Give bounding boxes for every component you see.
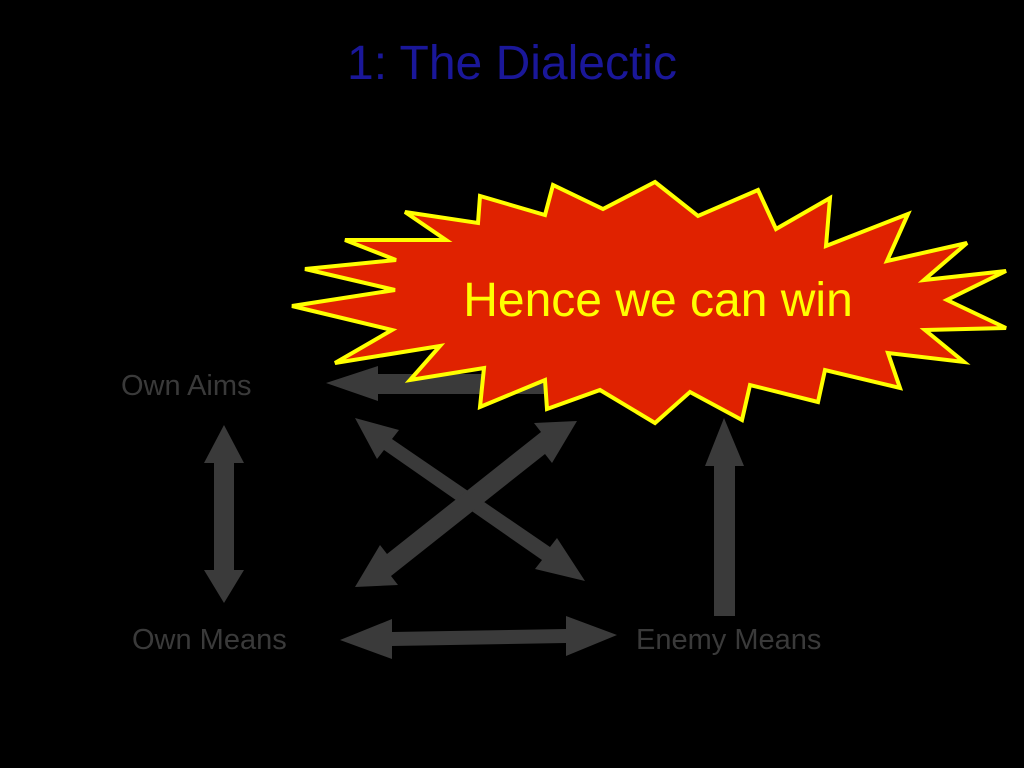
arrow-own-aims-own-means <box>204 425 244 603</box>
slide-title: 1: The Dialectic <box>347 37 677 90</box>
node-own-means: Own Means <box>132 624 287 656</box>
node-enemy-means: Enemy Means <box>636 624 822 656</box>
node-own-aims: Own Aims <box>121 370 252 402</box>
arrow-enemy-means-enemy-aims <box>705 418 744 616</box>
arrow-own-means-enemy-aims <box>355 421 577 587</box>
starburst-callout <box>291 179 1007 426</box>
callout-text: Hence we can win <box>463 274 853 327</box>
arrow-own-means-enemy-means <box>340 616 617 659</box>
